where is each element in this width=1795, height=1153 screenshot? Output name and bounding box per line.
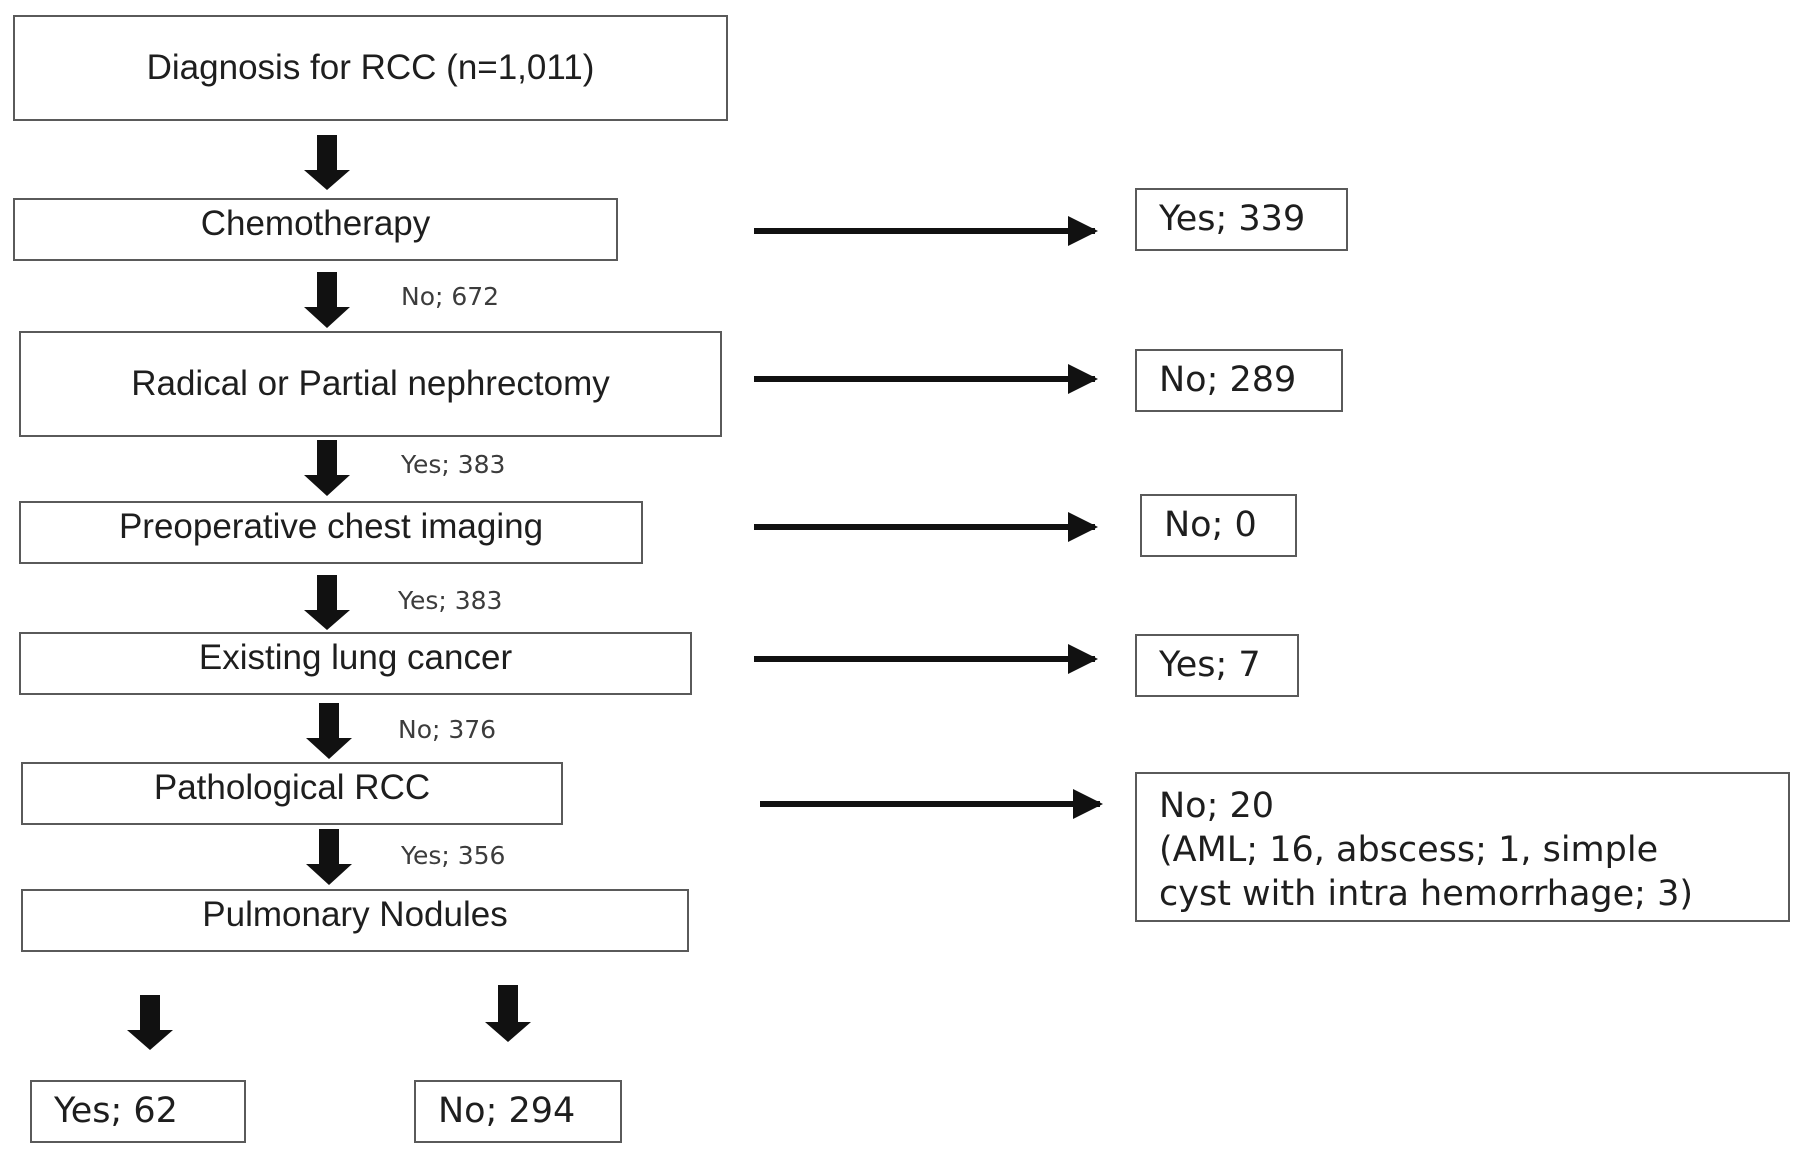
chemotherapy-text: Chemotherapy: [200, 204, 431, 243]
down-arrow-4: [304, 575, 350, 630]
pathological-no-line1: No; 20: [1159, 786, 1275, 826]
down-arrow-1: [304, 135, 350, 190]
lung-cancer-yes-text: Yes; 7: [1159, 645, 1261, 686]
nephrectomy-no-text: No; 289: [1159, 360, 1297, 401]
box-nodules-yes: Yes; 62: [30, 1080, 246, 1143]
chest-imaging-text: Preoperative chest imaging: [118, 507, 544, 546]
label-after-chemo: No; 672: [401, 282, 500, 311]
diagnosis-text: Diagnosis for RCC (n=1,011): [146, 47, 595, 87]
imaging-no-text: No; 0: [1164, 505, 1257, 546]
box-chemo-yes: Yes; 339: [1135, 188, 1348, 251]
down-arrow-5: [306, 703, 352, 759]
down-arrow-3: [304, 440, 350, 496]
down-arrow-2: [304, 272, 350, 328]
box-lung-cancer-yes: Yes; 7: [1135, 634, 1299, 697]
pathological-no-line2: (AML; 16, abscess; 1, simple: [1159, 830, 1659, 870]
chemo-yes-text: Yes; 339: [1159, 199, 1306, 240]
label-after-nephrectomy: Yes; 383: [401, 450, 506, 479]
box-nodules: Pulmonary Nodules: [21, 889, 689, 952]
pathological-text: Pathological RCC: [153, 768, 431, 807]
down-arrow-6: [306, 829, 352, 885]
box-nephrectomy: Radical or Partial nephrectomy: [19, 331, 722, 437]
nodules-text: Pulmonary Nodules: [202, 895, 508, 934]
box-diagnosis: Diagnosis for RCC (n=1,011): [13, 15, 728, 121]
box-lung-cancer: Existing lung cancer: [19, 632, 692, 695]
nodules-no-text: No; 294: [438, 1091, 576, 1132]
label-after-imaging: Yes; 383: [398, 586, 503, 615]
nodules-yes-text: Yes; 62: [54, 1091, 178, 1132]
label-after-pathological: Yes; 356: [401, 841, 506, 870]
box-chemotherapy: Chemotherapy: [13, 198, 618, 261]
box-imaging-no: No; 0: [1140, 494, 1297, 557]
pathological-no-line3: cyst with intra hemorrhage; 3): [1159, 874, 1694, 914]
box-pathological: Pathological RCC: [21, 762, 563, 825]
box-pathological-no: No; 20 (AML; 16, abscess; 1, simple cyst…: [1135, 772, 1790, 922]
down-arrow-yes-branch: [127, 995, 173, 1050]
down-arrow-no-branch: [485, 985, 531, 1042]
box-chest-imaging: Preoperative chest imaging: [19, 501, 643, 564]
label-after-lung-cancer: No; 376: [398, 715, 497, 744]
box-nodules-no: No; 294: [414, 1080, 622, 1143]
box-nephrectomy-no: No; 289: [1135, 349, 1343, 412]
nephrectomy-text: Radical or Partial nephrectomy: [131, 363, 610, 403]
lung-cancer-text: Existing lung cancer: [198, 638, 513, 677]
